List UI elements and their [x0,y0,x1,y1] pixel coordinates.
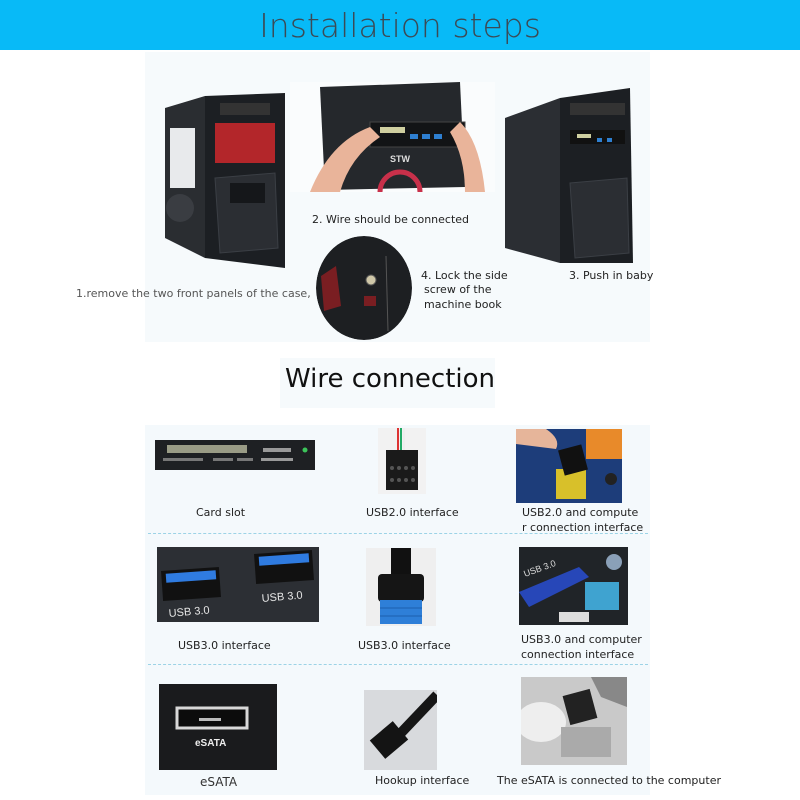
usb2-connector-image [378,428,426,494]
usb3-ports-image: USB 3.0 USB 3.0 [157,547,319,622]
usb3-header-label: USB3.0 interface [358,639,451,652]
hookup-interface-label: Hookup interface [375,774,470,787]
esata-motherboard-image [521,677,627,765]
svg-text:eSATA: eSATA [195,738,226,749]
usb3-connector-image [366,548,436,626]
card-slot-label: Card slot [196,506,246,519]
header-banner: Installation steps [0,0,800,50]
step-3-label: 3. Push in baby [569,269,654,282]
svg-text:USB 3.0: USB 3.0 [168,604,210,620]
step-2-image: STW [290,82,495,192]
esata-connection-label: The eSATA is connected to the computer [497,774,721,787]
row-divider [148,664,648,665]
usb3-motherboard-image: USB 3.0 [519,547,628,625]
svg-text:STW: STW [390,154,411,164]
usb3-interface-label: USB3.0 interface [178,639,271,652]
page-title: Installation steps [259,6,541,45]
usb2-interface-label: USB2.0 interface [366,506,459,519]
usb3-connection-label-line2: connection interface [521,648,635,661]
step-4-image [316,236,412,340]
step-1-image [160,88,285,268]
step-2-label: 2. Wire should be connected [312,213,470,226]
wire-connection-heading: Wire connection [280,358,495,408]
svg-text:USB 3.0: USB 3.0 [261,589,303,605]
step-4-label-line2: screw of the [424,283,492,296]
row-divider [148,533,648,534]
esata-label: eSATA [200,775,238,789]
sata-cable-image [364,690,437,770]
usb2-connection-label-line2: r connection interface [522,521,644,534]
usb3-connection-label-line1: USB3.0 and computer [521,633,642,646]
step-3-image [505,88,635,263]
esata-port-image: eSATA [159,684,277,770]
step-4-label-line1: 4. Lock the side [421,269,508,282]
usb2-connection-label-line1: USB2.0 and compute [522,506,639,519]
step-4-label-line3: machine book [424,298,502,311]
card-slot-image [155,440,315,470]
step-1-label: 1.remove the two front panels of the cas… [76,287,311,300]
usb2-motherboard-image [516,429,622,503]
section-title: Wire connection [285,364,495,394]
